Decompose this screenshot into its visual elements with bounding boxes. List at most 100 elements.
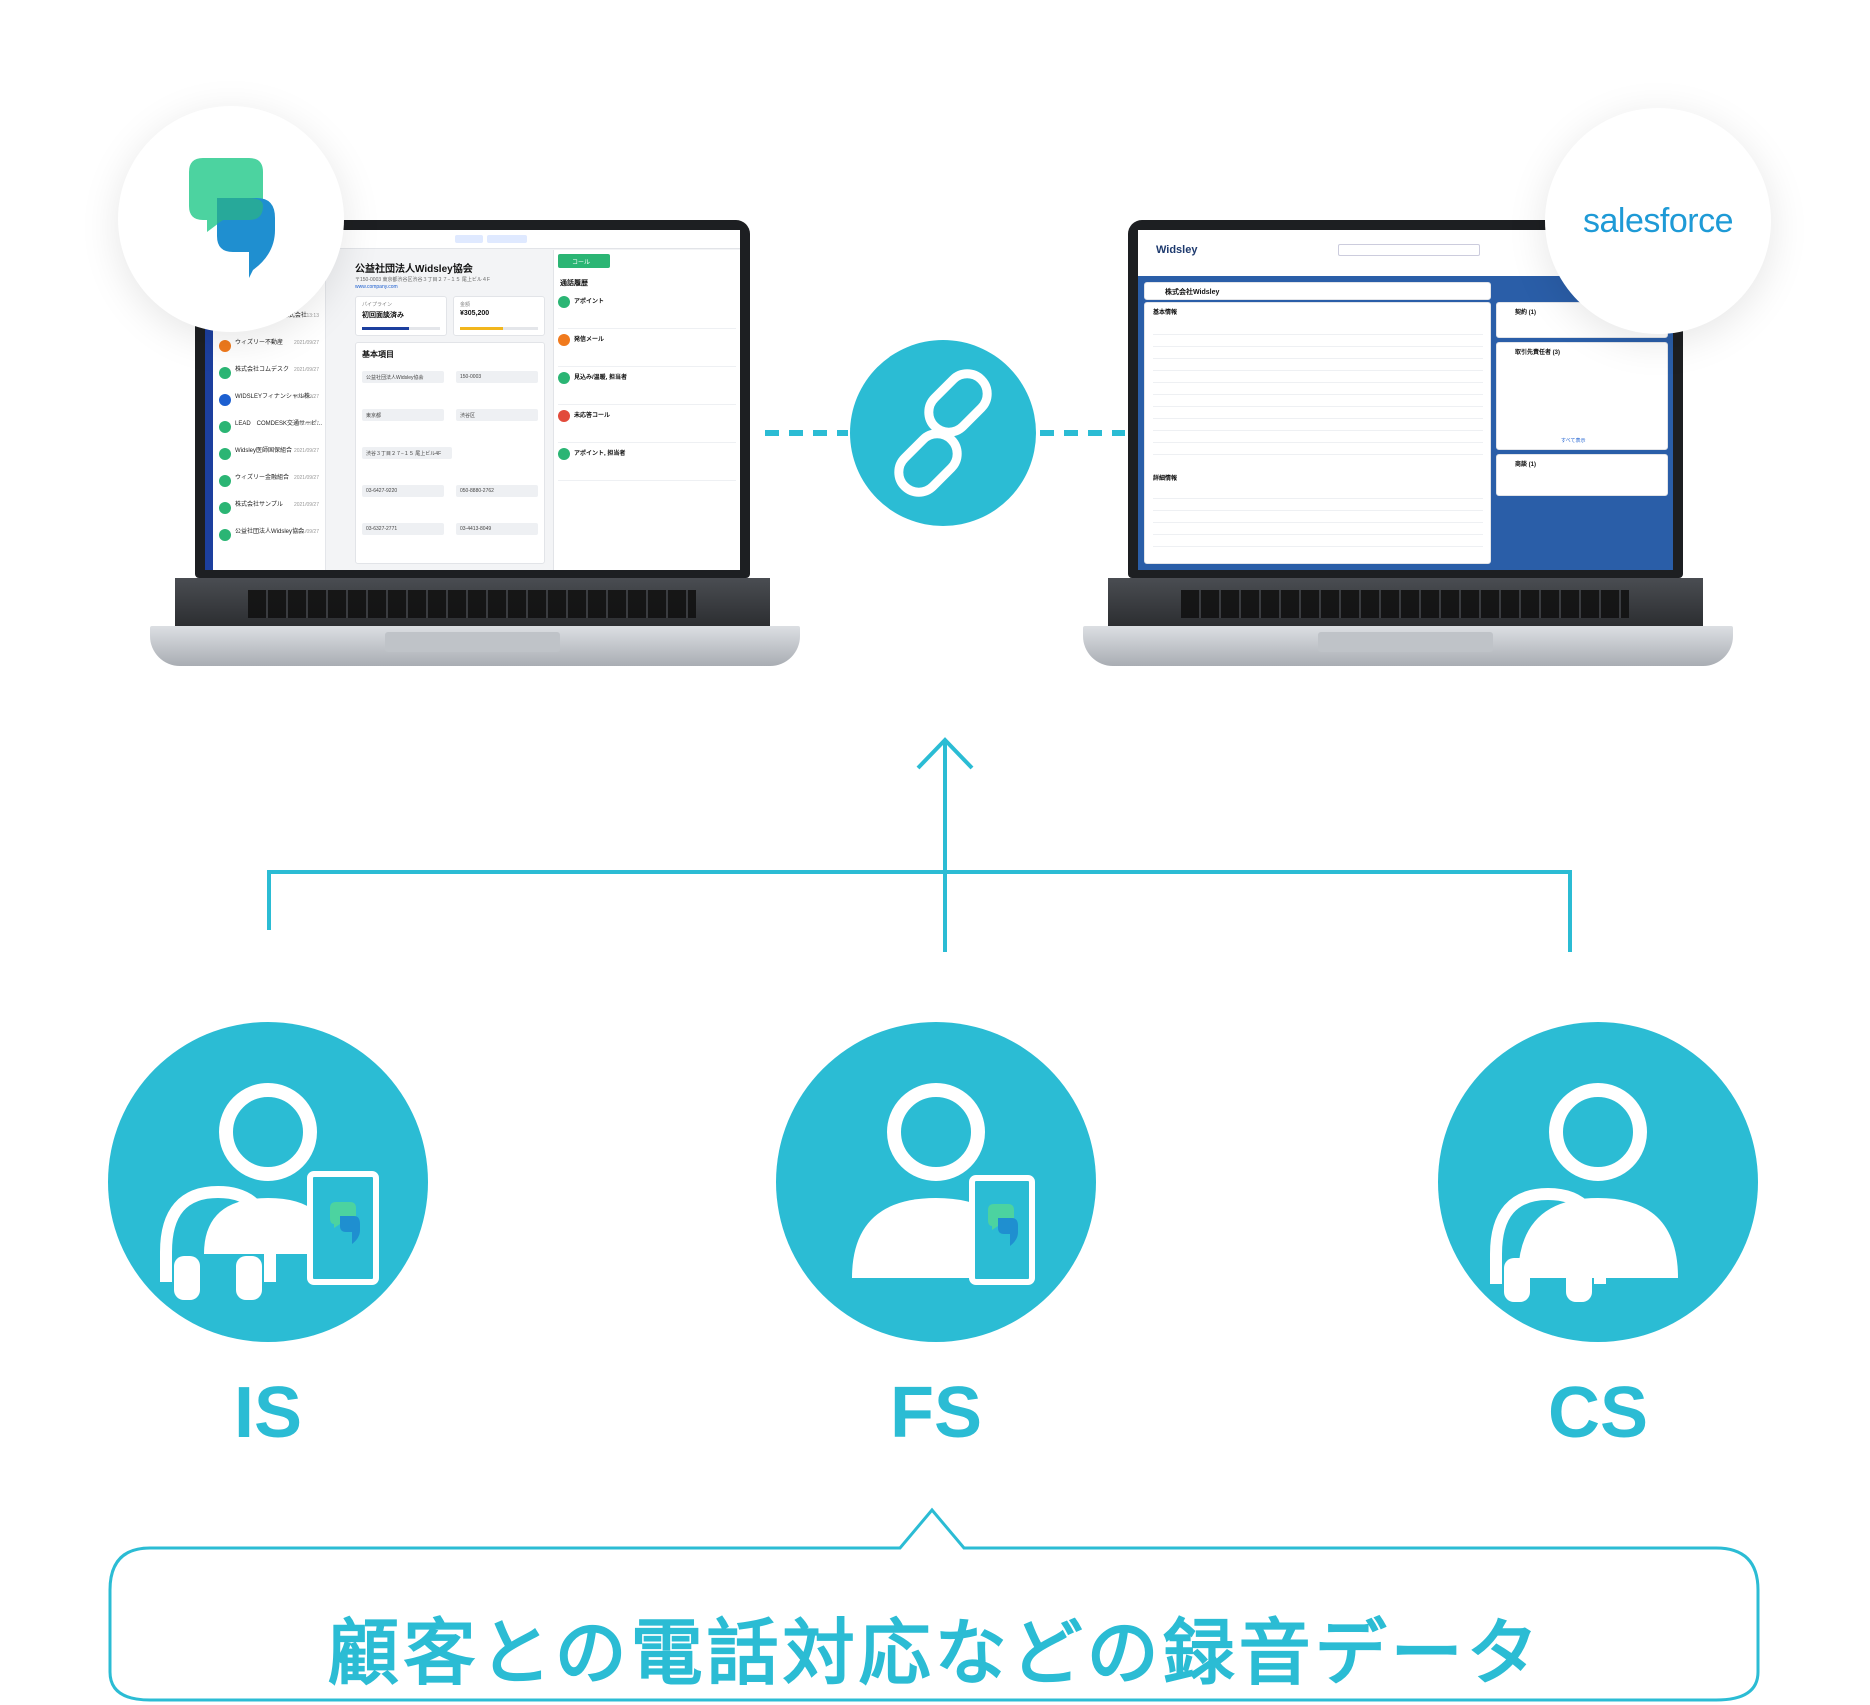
link-badge bbox=[850, 340, 1036, 526]
detail-field[interactable]: 渋谷区 bbox=[456, 409, 538, 421]
right-laptop-trackpad bbox=[1318, 632, 1493, 652]
contact-list-item[interactable]: 株式会社サンプル 2021/09/27 bbox=[219, 499, 319, 521]
detail-field-value: 150-0003 bbox=[460, 374, 482, 380]
call-history-item[interactable]: アポイント bbox=[558, 294, 736, 329]
contact-time: 2021/09/27 bbox=[293, 475, 319, 481]
record-detail-card: 基本情報 詳細情報 bbox=[1144, 302, 1491, 564]
detail-field[interactable]: 150-0003 bbox=[456, 371, 538, 383]
contact-time: 2021/09/27 bbox=[293, 448, 319, 454]
contact-name: LEAD COMDESK交通サービ... bbox=[235, 421, 323, 427]
contact-time: 2021/09/27 bbox=[293, 394, 319, 400]
caption-text: 顧客との電話対応などの録音データ bbox=[327, 1611, 1543, 1695]
contact-name: 株式会社サンプル bbox=[235, 502, 283, 508]
detail-field-value: 03-6427-9220 bbox=[366, 488, 398, 494]
contact-time: 2021/09/27 bbox=[293, 502, 319, 508]
pipeline-value: 初回面談済み bbox=[362, 312, 404, 319]
left-laptop-keyboard bbox=[248, 590, 696, 618]
contact-time: 2021/09/27 bbox=[293, 529, 319, 535]
call-type-icon bbox=[558, 410, 570, 422]
fs-person-icon bbox=[852, 1083, 1035, 1285]
salesforce-app-name: Widsley bbox=[1156, 244, 1198, 256]
amount-card: 金額 ¥305,200 bbox=[453, 296, 545, 336]
fs-person-circle bbox=[776, 1022, 1096, 1342]
detail-field[interactable]: 03-6427-9220 bbox=[362, 485, 444, 497]
related-contacts: 取引先責任者 (3) すべて表示 bbox=[1496, 342, 1668, 450]
smartphone-icon bbox=[307, 1171, 379, 1285]
amount-value: ¥305,200 bbox=[460, 310, 490, 317]
widsley-logo-icon bbox=[189, 158, 275, 278]
contact-name: ウィズリー金融組合 bbox=[235, 475, 290, 481]
call-button-label: コール bbox=[572, 260, 591, 266]
contact-time: 2021/09/27 bbox=[293, 367, 319, 373]
is-person-icon bbox=[160, 1083, 379, 1300]
call-history-item[interactable]: 見込み/温暖, 担当者 bbox=[558, 370, 736, 405]
contact-status-icon bbox=[219, 475, 231, 487]
detail-field[interactable]: 03-4413-8049 bbox=[456, 523, 538, 535]
detail-field[interactable]: 公益社団法人Widsley協会 bbox=[362, 371, 444, 383]
call-history-label: 未応答コール bbox=[574, 413, 611, 419]
headset-icon bbox=[1490, 1187, 1606, 1302]
contact-status-icon bbox=[219, 421, 231, 433]
contact-list-item[interactable]: WIDSLEYフィナンシャル株...2021/09/27 bbox=[219, 391, 319, 413]
detail-field-value: 公益社団法人Widsley協会 bbox=[366, 375, 424, 381]
contact-status-icon bbox=[219, 529, 231, 541]
related-3-title: 商談 (1) bbox=[1515, 462, 1537, 468]
salesforce-screen: Widsley 株式会社Widsley 基本情報 詳細情報 契約 (1) 取引先… bbox=[1138, 230, 1673, 570]
contact-time: 13:13 bbox=[306, 313, 319, 319]
detail-field-value: 050-8880-2762 bbox=[460, 488, 494, 494]
contact-time: 2021/09/27 bbox=[293, 421, 319, 427]
detail-field-value: 渋谷３丁目２７−１５ 尾上ビル4F bbox=[366, 451, 442, 457]
company-url[interactable]: www.company.com bbox=[355, 284, 398, 290]
detail-field[interactable]: 渋谷３丁目２７−１５ 尾上ビル4F bbox=[362, 447, 452, 459]
role-label-is: IS bbox=[233, 1373, 303, 1453]
related-1-title: 契約 (1) bbox=[1515, 310, 1537, 316]
contact-status-icon bbox=[219, 394, 231, 406]
call-type-icon bbox=[558, 372, 570, 384]
detail-field-value: 03-4413-8049 bbox=[460, 526, 492, 532]
smartphone-icon bbox=[969, 1175, 1035, 1285]
contact-status-icon bbox=[219, 448, 231, 460]
call-history-label: アポイント bbox=[574, 299, 605, 305]
call-history-item[interactable]: 発信メール bbox=[558, 332, 736, 367]
detail-field[interactable]: 東京都 bbox=[362, 409, 444, 421]
contact-name: WIDSLEYフィナンシャル株... bbox=[235, 394, 315, 400]
right-laptop-keyboard bbox=[1181, 590, 1629, 618]
cs-person-circle bbox=[1438, 1022, 1758, 1342]
call-history-label: 発信メール bbox=[574, 337, 605, 343]
contact-status-icon bbox=[219, 367, 231, 379]
record-title: 株式会社Widsley bbox=[1165, 289, 1220, 296]
salesforce-logo-text: salesforce bbox=[1583, 201, 1733, 240]
sf-detail-section: 詳細情報 bbox=[1153, 476, 1178, 482]
detail-field[interactable]: 050-8880-2762 bbox=[456, 485, 538, 497]
sf-basic-section: 基本情報 bbox=[1153, 310, 1178, 316]
contact-name: Widsley医師国保組合 bbox=[235, 448, 293, 454]
company-address: 〒150-0003 東京都渋谷区渋谷３丁目２７−１５ 尾上ビル４F bbox=[355, 277, 490, 283]
role-label-fs: FS bbox=[889, 1373, 982, 1453]
contact-name: ウィズリー不動産 bbox=[235, 340, 284, 346]
call-history-item[interactable]: 未応答コール bbox=[558, 408, 736, 443]
cs-person-icon bbox=[1490, 1083, 1678, 1302]
call-type-icon bbox=[558, 448, 570, 460]
contact-name: 株式会社コムデスク bbox=[235, 367, 290, 373]
basic-section-title: 基本項目 bbox=[362, 350, 394, 359]
contact-list-item[interactable]: LEAD COMDESK交通サービ...2021/09/27 bbox=[219, 418, 323, 440]
call-history-item[interactable]: アポイント, 担当者 bbox=[558, 446, 736, 481]
pipeline-label: パイプライン bbox=[362, 302, 393, 308]
detail-field-value: 渋谷区 bbox=[460, 413, 476, 419]
widsley-logo-badge bbox=[118, 106, 344, 332]
role-label-cs: CS bbox=[1547, 1373, 1649, 1453]
salesforce-search[interactable] bbox=[1338, 244, 1480, 256]
detail-field-value: 03-6327-2771 bbox=[366, 526, 398, 532]
contact-status-icon bbox=[219, 502, 231, 514]
call-button[interactable]: コール bbox=[558, 254, 610, 268]
detail-field[interactable]: 03-6327-2771 bbox=[362, 523, 444, 535]
show-all-link[interactable]: すべて表示 bbox=[1561, 438, 1586, 444]
link-icon bbox=[894, 369, 992, 497]
